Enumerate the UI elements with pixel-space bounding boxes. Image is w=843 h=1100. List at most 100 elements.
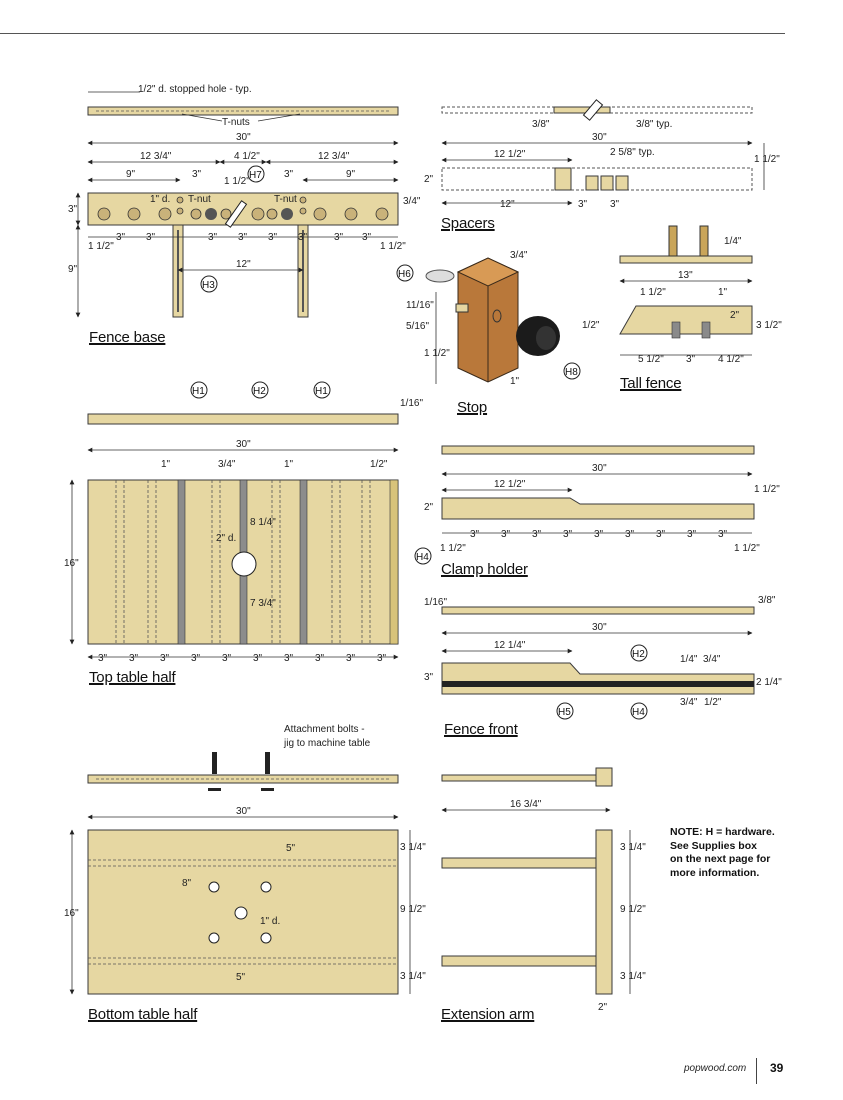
dim-fence-s1: 1 1/2": [88, 241, 114, 252]
callout-bolts-2: jig to machine table: [283, 738, 371, 749]
dim-clamp-spacing-5: 3": [594, 529, 604, 540]
dim-arm-r2: 9 1/2": [620, 904, 646, 915]
dim-tall-e: 5 1/2": [638, 354, 664, 365]
bottom-table-drawing: Attachment bolts - jig to machine table …: [64, 724, 426, 995]
dim-fence-hole: 1" d.: [150, 194, 170, 205]
dim-top-b: 3/4": [218, 459, 236, 470]
dim-bottom-hole: 1" d.: [260, 916, 280, 927]
dim-bottom-r2: 9 1/2": [400, 904, 426, 915]
dim-tall-t: 1/4": [724, 236, 742, 247]
tag-h7: H7: [247, 165, 265, 183]
svg-text:H5: H5: [558, 707, 571, 718]
dim-top-spacing-7: 3": [284, 653, 294, 664]
svg-text:H2: H2: [632, 649, 645, 660]
caption-fence-base: Fence base: [89, 329, 166, 346]
note-line-1: NOTE: H = hardware.: [670, 826, 775, 838]
footer-rule: [756, 1058, 757, 1084]
top-table-drawing: H1 H2 H1 1/16" 30" 1" 3/4" 1" 1/2": [64, 381, 432, 664]
dim-top-h: 16": [64, 558, 79, 569]
note-line-4: more information.: [670, 866, 760, 879]
dim-stop-b: 11/16": [406, 300, 434, 311]
dim-bottom-c: 5": [236, 972, 246, 983]
dim-tall-a: 1 1/2": [640, 287, 666, 298]
dim-front-r: 2 1/4": [756, 677, 782, 688]
clamp-holder-drawing: 30" 12 1/2" 1 1/2" 2" 1 1/2" 1 1/2" 3"3"…: [424, 445, 780, 554]
dim-fence-s2: 3": [116, 232, 126, 243]
dim-top-d: 1/2": [370, 459, 388, 470]
svg-text:H1: H1: [315, 386, 328, 397]
dim-front-c: 3/4": [703, 654, 721, 665]
dim-spacers-left: 2": [424, 174, 434, 185]
dim-clamp-h: 1 1/2": [754, 484, 780, 495]
dim-front-t1: 1/16": [424, 597, 447, 608]
tag-h4-top: H4: [414, 547, 432, 565]
stop-drawing: H6 H8 3/4" 11/16" 5/16" 1 1/2" 1": [396, 250, 581, 387]
dim-top-spacing-6: 3": [253, 653, 263, 664]
dim-fence-s7: 3": [298, 232, 308, 243]
dim-clamp-left: 2": [424, 502, 434, 513]
dim-front-b: 1/4": [680, 654, 698, 665]
dim-fence-overall: 30": [236, 132, 251, 143]
dim-arm-overall: 16 3/4": [510, 799, 542, 810]
dim-top-spacing-5: 3": [222, 653, 232, 664]
caption-fence-front: Fence front: [444, 721, 518, 738]
dim-top-f: 7 3/4": [250, 598, 276, 609]
dim-tall-c: 1/2": [582, 320, 600, 331]
dim-spacers-e: 3": [610, 199, 620, 210]
dim-tall-d: 2": [730, 310, 740, 321]
dim-fence-span: 12": [236, 259, 251, 270]
dim-fence-s8: 3": [334, 232, 344, 243]
caption-spacers: Spacers: [441, 215, 495, 232]
dim-fence-s9: 3": [362, 232, 372, 243]
dim-tall-f: 3": [686, 354, 696, 365]
dim-fence-h: 3": [68, 204, 78, 215]
dim-fence-s5: 3": [238, 232, 248, 243]
dim-bottom-overall: 30": [236, 806, 251, 817]
fence-base-front-view: 30" 12 3/4" 4 1/2" 12 3/4" 9" 3" 1 1/2" …: [68, 132, 421, 318]
dim-top-spacing-2: 3": [129, 653, 139, 664]
note-line-3: on the next page for: [670, 853, 771, 865]
dim-top-spacing-8: 3": [315, 653, 325, 664]
dim-clamp-spacing-6: 3": [625, 529, 635, 540]
dim-top-spacing-9: 3": [346, 653, 356, 664]
dim-clamp-overall: 30": [592, 463, 607, 474]
tag-h4-front: H4: [630, 702, 648, 720]
callout-tnut-left: T-nut: [188, 194, 211, 205]
dim-tall-b: 1": [718, 287, 728, 298]
caption-bottom-table-half: Bottom table half: [88, 1006, 198, 1023]
dim-stop-d: 1 1/2": [424, 348, 450, 359]
dim-fence-d2: 3": [192, 169, 202, 180]
dim-spacers-c: 12": [500, 199, 515, 210]
dim-bottom-a: 5": [286, 843, 296, 854]
dim-arm-r1: 3 1/4": [620, 842, 646, 853]
dim-front-a: 12 1/4": [494, 640, 526, 651]
dim-tall-h: 3 1/2": [756, 320, 782, 331]
dim-clamp-spacing-4: 3": [563, 529, 573, 540]
dim-fence-d3: 1 1/2": [224, 176, 250, 187]
callout-tnut-right: T-nut: [274, 194, 297, 205]
callout-tnuts: T-nuts: [222, 117, 250, 128]
svg-text:H7: H7: [249, 170, 262, 181]
dim-top-spacing-3: 3": [160, 653, 170, 664]
svg-text:H6: H6: [398, 269, 411, 280]
dim-spacers-top: 3/8": [532, 119, 550, 130]
dim-clamp-spacing-7: 3": [656, 529, 666, 540]
dim-top-a: 1": [161, 459, 171, 470]
dim-stop-a: 3/4": [510, 250, 528, 261]
dim-front-t2: 3/8": [758, 595, 776, 606]
spacers-drawing: 3/8" 3/8" typ. 30" 12 1/2" 2 5/8" typ. 1…: [424, 99, 780, 210]
dim-fence-c: 12 3/4": [318, 151, 350, 162]
dim-spacers-d: 3": [578, 199, 588, 210]
tag-h3: H3: [200, 275, 218, 293]
dim-front-h: 3": [424, 672, 434, 683]
tag-h2-front: H2: [630, 644, 648, 662]
svg-text:H3: H3: [202, 280, 215, 291]
tag-h1-right: H1: [313, 381, 331, 399]
dim-tall-overall: 13": [678, 270, 693, 281]
svg-text:H1: H1: [192, 386, 205, 397]
page-number: 39: [770, 1061, 784, 1075]
fence-base-top-view: 1/2" d. stopped hole - typ. T-nuts: [87, 84, 399, 128]
tag-h6: H6: [396, 264, 414, 282]
